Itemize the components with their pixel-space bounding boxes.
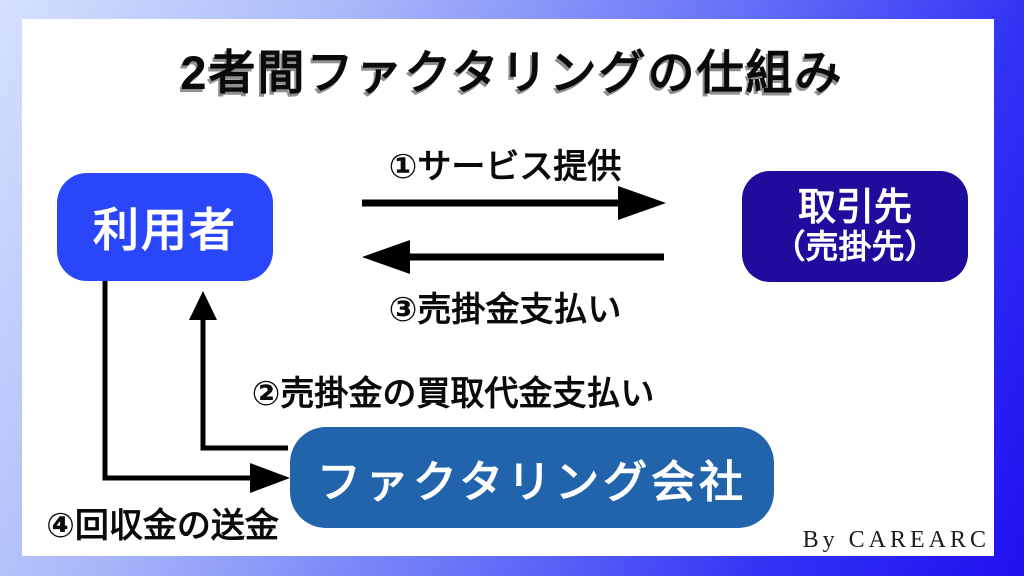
- flow-label-receivable-payment: ③売掛金支払い: [388, 291, 622, 329]
- page-title: 2者間ファクタリングの仕組み: [180, 46, 844, 99]
- node-factoring: ファクタリング会社: [290, 427, 774, 528]
- node-client-label-line2: （売掛先）: [772, 228, 938, 266]
- node-client: 取引先 （売掛先）: [742, 171, 968, 282]
- flow-label-purchase-payment: ②売掛金の買取代金支払い: [251, 375, 655, 413]
- credit-text: By CAREARC: [802, 527, 990, 553]
- node-user: 利用者: [57, 173, 273, 281]
- flow-label-service: ①サービス提供: [388, 148, 622, 186]
- flow-label-remittance: ④回収金の送金: [46, 507, 279, 545]
- node-user-label: 利用者: [93, 204, 237, 256]
- node-client-label-line1: 取引先: [797, 186, 912, 229]
- node-factoring-label: ファクタリング会社: [316, 457, 748, 507]
